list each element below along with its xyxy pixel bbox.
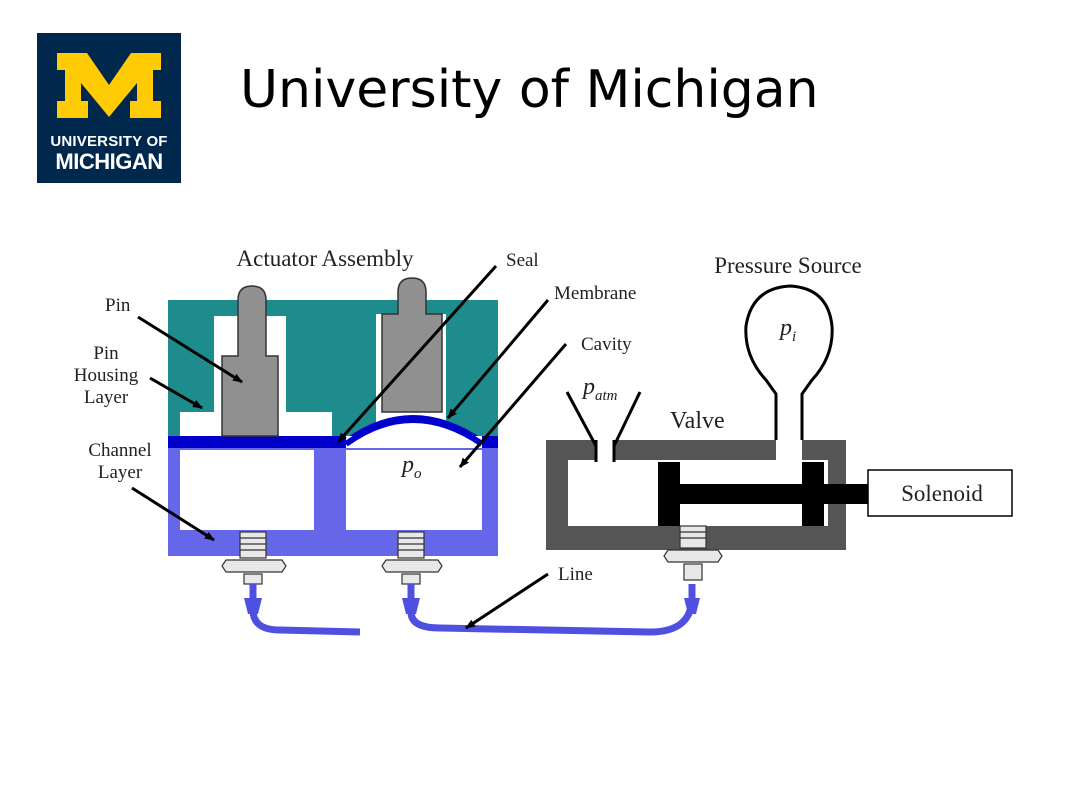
label-channel-1: Channel [88, 440, 151, 461]
symbol-p-o: po [400, 452, 422, 482]
page-title: University of Michigan [240, 60, 819, 120]
label-pressure-source: Pressure Source [714, 253, 862, 278]
label-pin: Pin [105, 295, 131, 316]
fitting-middle [381, 531, 443, 585]
label-pin-housing-2: Housing [74, 365, 139, 386]
valve-body [546, 440, 870, 550]
label-channel-2: Layer [98, 462, 143, 483]
fitting-valve [663, 525, 723, 581]
logo-text-michigan: MICHIGAN [55, 149, 163, 174]
label-seal: Seal [506, 250, 539, 271]
solenoid-label: Solenoid [901, 481, 983, 506]
block-m-icon [57, 53, 161, 118]
pin-right [381, 277, 443, 413]
label-pin-housing-1: Pin [93, 343, 119, 364]
label-line: Line [558, 564, 593, 585]
pressure-source [744, 284, 834, 440]
label-cavity: Cavity [581, 334, 632, 355]
logo-text-university-of: UNIVERSITY OF [50, 133, 168, 150]
label-valve: Valve [670, 408, 725, 434]
label-pin-housing-3: Layer [84, 387, 129, 408]
channel-layer [168, 440, 498, 556]
pin-left [221, 285, 279, 437]
university-logo: UNIVERSITY OF MICHIGAN [37, 33, 181, 183]
symbol-p-atm: patm [581, 374, 618, 404]
symbol-p-i: pi [778, 315, 796, 345]
label-actuator-assembly: Actuator Assembly [237, 246, 414, 271]
pointer-arrows [131, 264, 568, 630]
solenoid-box [867, 469, 1013, 517]
label-membrane: Membrane [554, 283, 636, 304]
